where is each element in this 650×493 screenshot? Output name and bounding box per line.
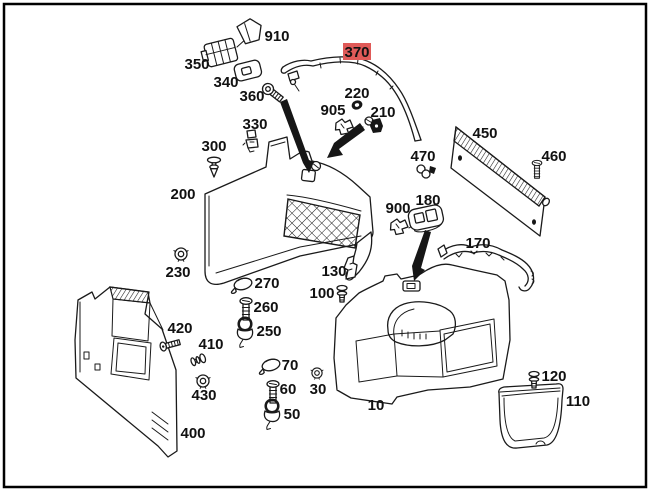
part-300-push-rivet-drawing bbox=[206, 156, 222, 178]
part-50-lashing-ring-drawing bbox=[263, 398, 281, 431]
part-label-910[interactable]: 910 bbox=[264, 28, 289, 45]
part-220-grommet-drawing bbox=[351, 100, 363, 110]
part-label-250[interactable]: 250 bbox=[256, 323, 281, 340]
part-label-60[interactable]: 60 bbox=[280, 381, 297, 398]
leader-905-210 bbox=[352, 126, 364, 129]
part-label-460[interactable]: 460 bbox=[541, 148, 566, 165]
arrow-360-to-panel bbox=[280, 99, 314, 173]
part-label-210[interactable]: 210 bbox=[370, 104, 395, 121]
part-label-180[interactable]: 180 bbox=[415, 192, 440, 209]
part-label-260[interactable]: 260 bbox=[253, 299, 278, 316]
part-900-clip-drawing bbox=[389, 218, 409, 236]
part-label-400[interactable]: 400 bbox=[180, 425, 205, 442]
part-30-nut-drawing bbox=[310, 367, 324, 380]
callout-labels: 910 350 340 360 330 300 200 230 270 260 … bbox=[165, 28, 590, 442]
part-label-410[interactable]: 410 bbox=[198, 336, 223, 353]
part-70-cap-drawing bbox=[256, 356, 283, 376]
part-100-expansion-rivet-drawing bbox=[336, 284, 348, 303]
part-label-900[interactable]: 900 bbox=[385, 200, 410, 217]
part-label-420[interactable]: 420 bbox=[167, 320, 192, 337]
part-130-bracket-drawing bbox=[343, 255, 358, 280]
part-910-retainer-drawing bbox=[236, 18, 262, 45]
part-450-sill-cover-drawing bbox=[450, 125, 551, 237]
part-180-latch-cover-drawing bbox=[407, 204, 445, 233]
arrow-180-to-panel bbox=[412, 230, 431, 281]
part-label-450[interactable]: 450 bbox=[472, 125, 497, 142]
part-label-70[interactable]: 70 bbox=[282, 357, 299, 374]
part-label-330[interactable]: 330 bbox=[242, 116, 267, 133]
part-label-100[interactable]: 100 bbox=[309, 285, 334, 302]
part-label-340[interactable]: 340 bbox=[213, 74, 238, 91]
part-label-470[interactable]: 470 bbox=[410, 148, 435, 165]
part-420-screw-drawing bbox=[159, 339, 181, 352]
part-label-50[interactable]: 50 bbox=[284, 406, 301, 423]
part-label-430[interactable]: 430 bbox=[191, 387, 216, 404]
part-label-350[interactable]: 350 bbox=[184, 56, 209, 73]
part-label-905[interactable]: 905 bbox=[320, 102, 345, 119]
part-370-trim-strip-drawing bbox=[280, 56, 422, 142]
part-470-clip-drawing bbox=[416, 164, 436, 179]
part-label-220[interactable]: 220 bbox=[344, 85, 369, 102]
part-label-120[interactable]: 120 bbox=[541, 368, 566, 385]
part-340-cover-plate-drawing bbox=[233, 59, 263, 82]
part-230-nut-drawing bbox=[173, 247, 189, 262]
part-label-200[interactable]: 200 bbox=[170, 186, 195, 203]
part-410-stud-drawing bbox=[190, 353, 207, 367]
part-label-170[interactable]: 170 bbox=[465, 235, 490, 252]
part-label-370-highlighted[interactable]: 370 bbox=[343, 43, 371, 61]
part-label-10[interactable]: 10 bbox=[368, 397, 385, 414]
part-400-partition-panel-drawing bbox=[74, 286, 178, 458]
part-label-130[interactable]: 130 bbox=[321, 263, 346, 280]
part-250-lashing-ring-drawing bbox=[236, 316, 254, 349]
label-370-highlight bbox=[343, 43, 371, 60]
part-10-side-trim-panel-drawing bbox=[333, 263, 511, 405]
sill-tread-ribs bbox=[453, 125, 546, 207]
arrow-210-to-panel bbox=[327, 123, 365, 158]
part-360-bolt-drawing bbox=[261, 82, 284, 103]
part-110-storage-tray-drawing bbox=[498, 383, 564, 449]
part-label-230[interactable]: 230 bbox=[165, 264, 190, 281]
part-170-arch-trim-drawing bbox=[437, 244, 535, 292]
part-label-110[interactable]: 110 bbox=[566, 393, 590, 410]
part-label-30[interactable]: 30 bbox=[310, 381, 327, 398]
part-label-370[interactable]: 370 bbox=[344, 44, 369, 61]
part-330-clip-drawing bbox=[242, 129, 259, 153]
luggage-net bbox=[283, 198, 361, 249]
part-210-fastener-drawing bbox=[364, 116, 383, 133]
part-200-side-trim-panel-drawing bbox=[204, 136, 374, 286]
part-label-270[interactable]: 270 bbox=[254, 275, 279, 292]
part-460-screw-drawing bbox=[531, 159, 543, 179]
part-350-connector-block-drawing bbox=[200, 37, 239, 68]
part-label-360[interactable]: 360 bbox=[239, 88, 264, 105]
part-label-300[interactable]: 300 bbox=[201, 138, 226, 155]
